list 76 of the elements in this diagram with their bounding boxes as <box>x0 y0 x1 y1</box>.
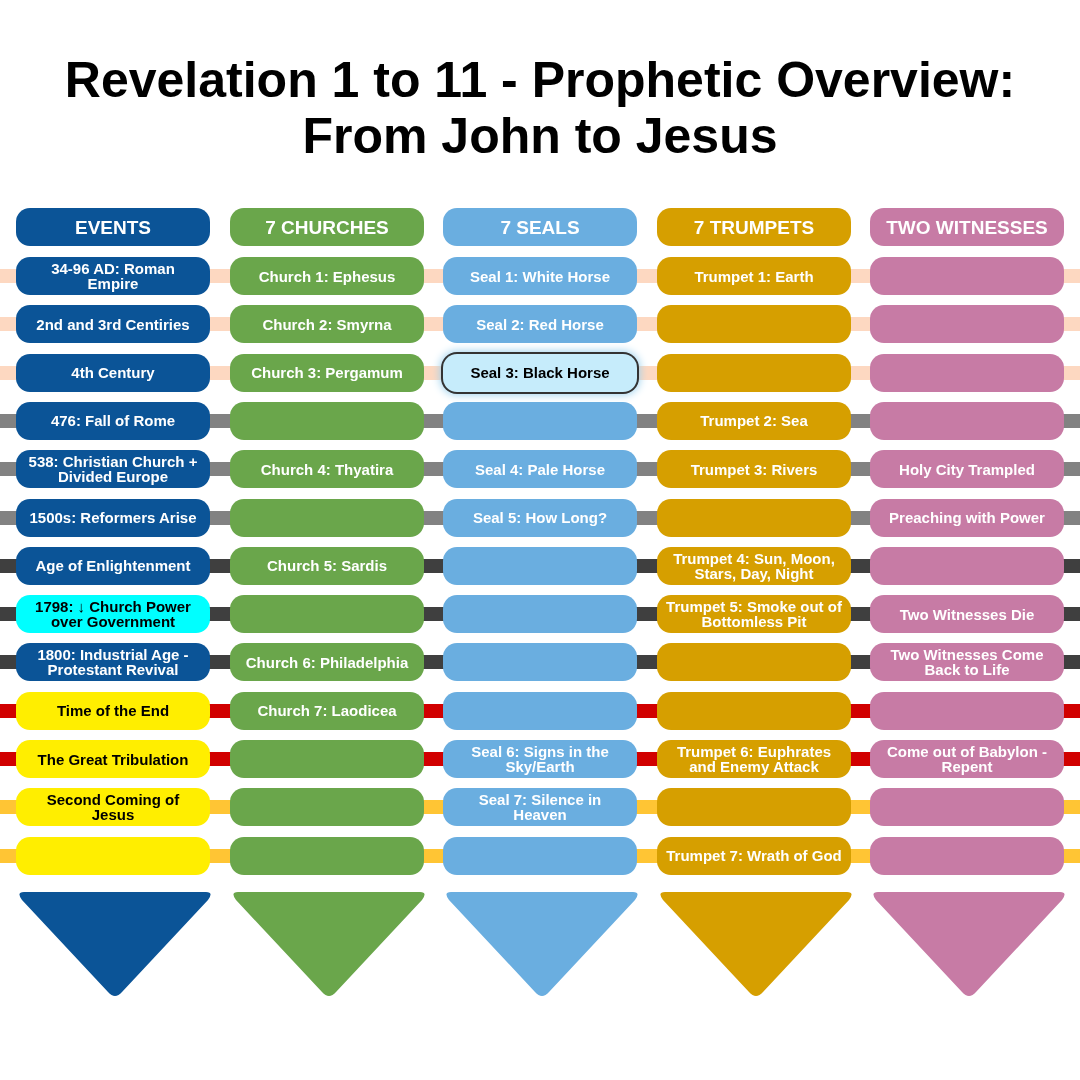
empty-pill <box>870 401 1064 440</box>
timeline-pill: Trumpet 5: Smoke out of Bottomless Pit <box>657 595 851 634</box>
empty-pill <box>657 788 851 827</box>
timeline-pill: Seal 2: Red Horse <box>443 305 637 344</box>
empty-pill <box>443 546 637 585</box>
down-triangle <box>230 892 428 998</box>
empty-pill <box>230 498 424 537</box>
timeline-pill: Seal 6: Signs in the Sky/Earth <box>443 740 637 778</box>
timeline-pill: Two Witnesses Come Back to Life <box>870 643 1064 682</box>
empty-pill <box>870 546 1064 585</box>
timeline-pill: Two Witnesses Die <box>870 595 1064 634</box>
down-triangle <box>443 892 641 998</box>
empty-pill <box>443 691 637 730</box>
timeline-pill: Church 1: Ephesus <box>230 257 424 295</box>
empty-pill <box>870 691 1064 730</box>
column-header: 7 CHURCHES <box>230 208 424 246</box>
timeline-pill: 538: Christian Church + Divided Europe <box>16 450 210 489</box>
empty-pill <box>230 595 424 634</box>
title: Revelation 1 to 11 - Prophetic Overview: From John to Jesus <box>63 52 1017 164</box>
timeline-pill: Trumpet 6: Euphrates and Enemy Attack <box>657 740 851 778</box>
empty-pill <box>230 836 424 875</box>
empty-pill <box>230 401 424 440</box>
timeline-pill: Church 6: Philadelphia <box>230 643 424 682</box>
empty-pill <box>657 691 851 730</box>
timeline-pill: 476: Fall of Rome <box>16 401 210 440</box>
empty-pill <box>230 740 424 778</box>
down-triangle <box>16 892 214 998</box>
timeline-pill: 34-96 AD: Roman Empire <box>16 257 210 295</box>
timeline-pill: Time of the End <box>16 691 210 730</box>
timeline-pill: Seal 7: Silence in Heaven <box>443 788 637 827</box>
timeline-pill: Preaching with Power <box>870 498 1064 537</box>
timeline-pill: 1798: ↓ Church Power over Government <box>16 595 210 634</box>
empty-pill <box>657 498 851 537</box>
timeline-pill: Trumpet 1: Earth <box>657 257 851 295</box>
timeline-pill: Church 5: Sardis <box>230 546 424 585</box>
timeline-pill: Age of Enlightenment <box>16 546 210 585</box>
timeline-pill: Second Coming of Jesus <box>16 788 210 827</box>
empty-pill <box>657 643 851 682</box>
timeline-pill: Trumpet 2: Sea <box>657 401 851 440</box>
timeline-pill: Seal 1: White Horse <box>443 257 637 295</box>
empty-pill <box>443 401 637 440</box>
empty-pill <box>657 305 851 344</box>
down-triangle <box>657 892 855 998</box>
empty-pill <box>870 353 1064 392</box>
column-header: EVENTS <box>16 208 210 246</box>
empty-pill <box>443 595 637 634</box>
timeline-pill: The Great Tribulation <box>16 740 210 778</box>
empty-pill <box>870 836 1064 875</box>
empty-pill <box>870 788 1064 827</box>
timeline-pill: Come out of Babylon - Repent <box>870 740 1064 778</box>
column-header: TWO WITNESSES <box>870 208 1064 246</box>
empty-pill <box>16 836 210 875</box>
empty-pill <box>443 836 637 875</box>
empty-pill <box>230 788 424 827</box>
timeline-pill: Trumpet 3: Rivers <box>657 450 851 489</box>
down-triangle <box>870 892 1068 998</box>
empty-pill <box>870 305 1064 344</box>
empty-pill <box>870 257 1064 295</box>
timeline-pill: Church 4: Thyatira <box>230 450 424 489</box>
timeline-pill: Church 7: Laodicea <box>230 691 424 730</box>
timeline-pill: 4th Century <box>16 353 210 392</box>
timeline-pill: Church 2: Smyrna <box>230 305 424 344</box>
timeline-pill: Seal 4: Pale Horse <box>443 450 637 489</box>
timeline-pill: Trumpet 7: Wrath of God <box>657 836 851 875</box>
column-header: 7 SEALS <box>443 208 637 246</box>
timeline-pill: Trumpet 4: Sun, Moon, Stars, Day, Night <box>657 546 851 585</box>
empty-pill <box>443 643 637 682</box>
timeline-pill: Seal 5: How Long? <box>443 498 637 537</box>
timeline-pill: 1500s: Reformers Arise <box>16 498 210 537</box>
timeline-pill: 2nd and 3rd Centiries <box>16 305 210 344</box>
timeline-pill: Church 3: Pergamum <box>230 353 424 392</box>
empty-pill <box>657 353 851 392</box>
timeline-pill: Holy City Trampled <box>870 450 1064 489</box>
timeline-pill: Seal 3: Black Horse <box>443 353 637 392</box>
timeline-pill: 1800: Industrial Age - Protestant Revival <box>16 643 210 682</box>
column-header: 7 TRUMPETS <box>657 208 851 246</box>
